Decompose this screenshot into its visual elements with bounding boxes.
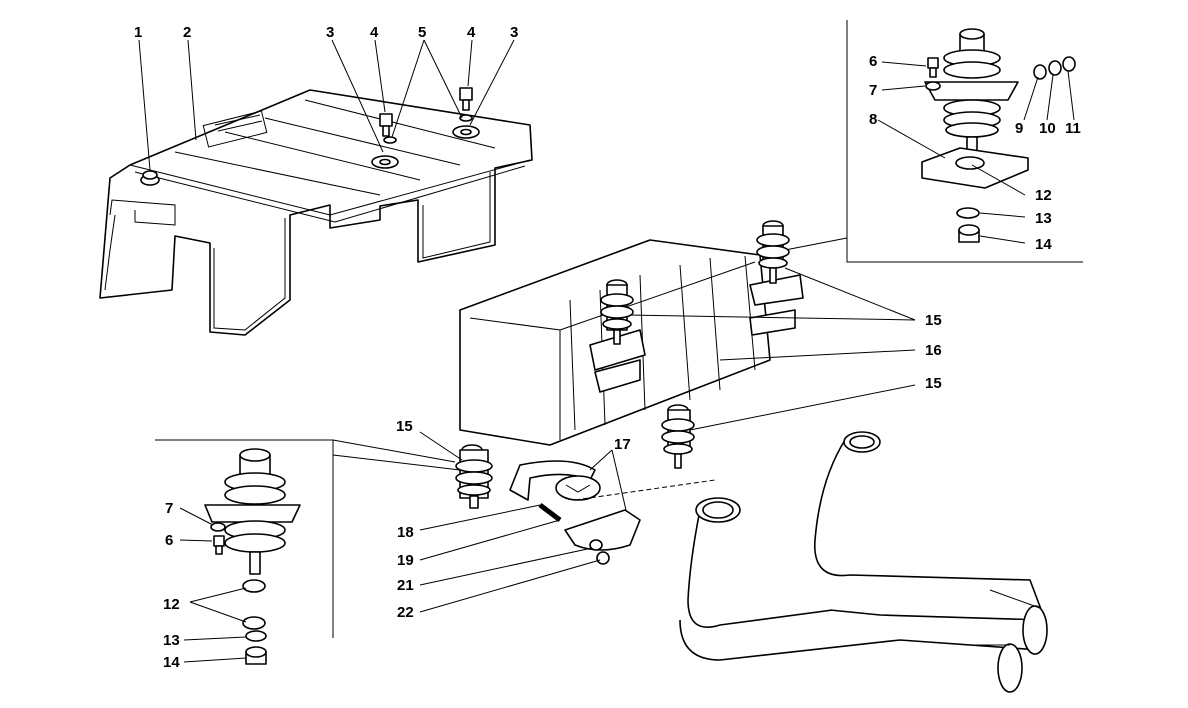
callout-12-bottom: 12: [163, 596, 180, 613]
callout-5: 5: [418, 24, 426, 41]
callout-3-left: 3: [326, 24, 334, 41]
rubber-mount-15-muffler-right: [756, 220, 790, 284]
bolt-6-top: [927, 57, 939, 78]
callout-14-top: 14: [1035, 236, 1052, 253]
bolt-4-left: [379, 113, 393, 137]
callout-10: 10: [1039, 120, 1056, 137]
washer-7-top: [925, 81, 941, 91]
callout-16: 16: [925, 342, 942, 359]
callout-1: 1: [134, 24, 142, 41]
callout-8: 8: [869, 111, 877, 128]
callout-11: 11: [1065, 120, 1081, 137]
callout-3-right: 3: [510, 24, 518, 41]
callout-12-top: 12: [1035, 187, 1052, 204]
nut-14-top: [958, 224, 980, 243]
washer-13-bottom: [245, 630, 267, 642]
callout-13-top: 13: [1035, 210, 1052, 227]
callout-6-bottom: 6: [165, 532, 173, 549]
washer-13-top: [956, 207, 980, 219]
callout-17: 17: [614, 436, 631, 453]
callout-14-bottom: 14: [163, 654, 180, 671]
callout-19: 19: [397, 552, 414, 569]
clamp-17: [509, 460, 641, 551]
callout-13-bottom: 13: [163, 632, 180, 649]
rubber-mount-large-bottom: [204, 448, 301, 575]
callout-18: 18: [397, 524, 414, 541]
nut-14-bottom: [245, 646, 267, 665]
heat-shield: [99, 89, 533, 336]
rubber-mount-15-muffler-left: [600, 279, 634, 345]
callout-7-bottom: 7: [165, 500, 173, 517]
callout-9: 9: [1015, 120, 1023, 137]
callout-6-top: 6: [869, 53, 877, 70]
nut-22: [596, 551, 610, 565]
inset-frame-top-right: [846, 20, 1083, 263]
callout-2: 2: [183, 24, 191, 41]
callout-15-right: 15: [925, 312, 942, 329]
callout-4-left: 4: [370, 24, 379, 41]
bolt-6-bottom: [213, 535, 225, 555]
callout-7-top: 7: [869, 82, 877, 99]
washer-7-bottom: [210, 522, 226, 532]
washer-10: [1048, 60, 1062, 76]
callout-15-left: 15: [396, 418, 413, 435]
clamp-bolt-19: [538, 503, 562, 522]
callout-15-lower: 15: [925, 375, 942, 392]
nut-21: [589, 539, 603, 551]
rubber-mount-15-lower: [661, 404, 695, 469]
leader-lines: [138, 39, 1075, 663]
washer-12-bottom-b: [242, 616, 266, 630]
washer-12-bottom-a: [242, 579, 266, 593]
callout-4-right: 4: [467, 24, 476, 41]
callout-22: 22: [397, 604, 414, 621]
exhaust-pipes: [679, 431, 1048, 693]
rubber-mount-large-top: [921, 28, 1029, 189]
washer-11: [1062, 56, 1076, 72]
washer-9: [1033, 64, 1047, 80]
rubber-mount-15-left: [455, 444, 493, 509]
bolt-4-right: [459, 87, 473, 111]
callout-21: 21: [397, 577, 414, 594]
